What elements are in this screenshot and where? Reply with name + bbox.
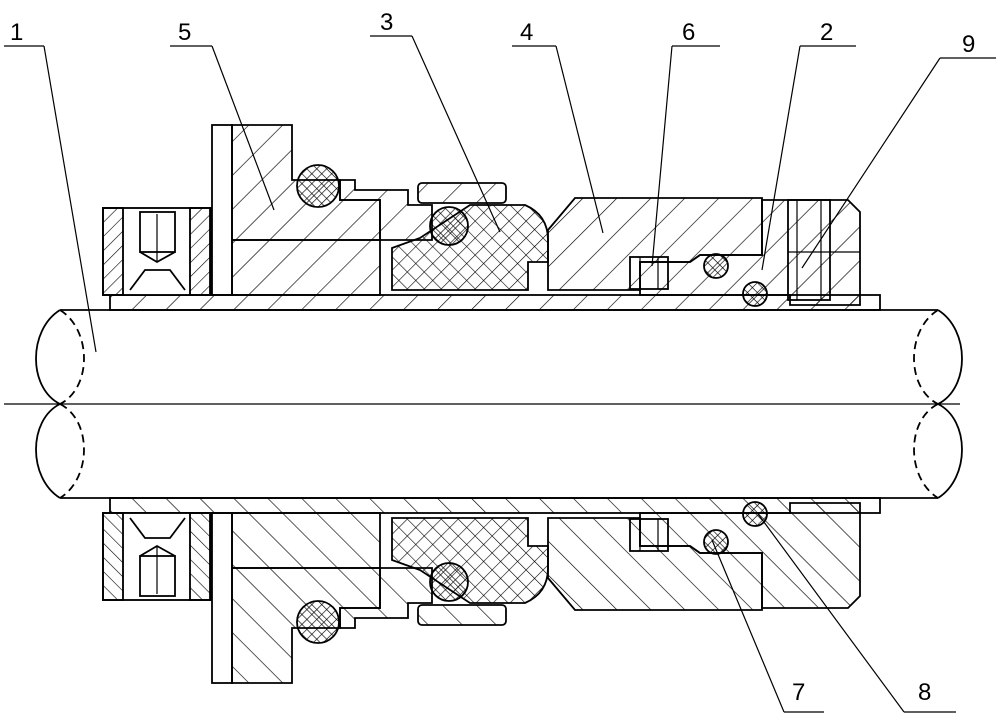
label-part-2: 2 xyxy=(820,19,833,46)
label-part-9: 9 xyxy=(962,31,975,58)
part-labels: 1 5 3 4 6 2 9 7 8 xyxy=(10,9,975,706)
label-part-6: 6 xyxy=(682,19,695,46)
label-part-1: 1 xyxy=(10,19,23,46)
leader-lines xyxy=(4,35,996,713)
label-part-5: 5 xyxy=(178,19,191,46)
shaft xyxy=(4,309,963,499)
lower-assembly xyxy=(102,497,881,684)
upper-assembly xyxy=(102,124,881,311)
label-part-8: 8 xyxy=(918,679,931,706)
label-part-7: 7 xyxy=(792,679,805,706)
label-part-4: 4 xyxy=(520,19,533,46)
label-part-3: 3 xyxy=(380,9,393,36)
